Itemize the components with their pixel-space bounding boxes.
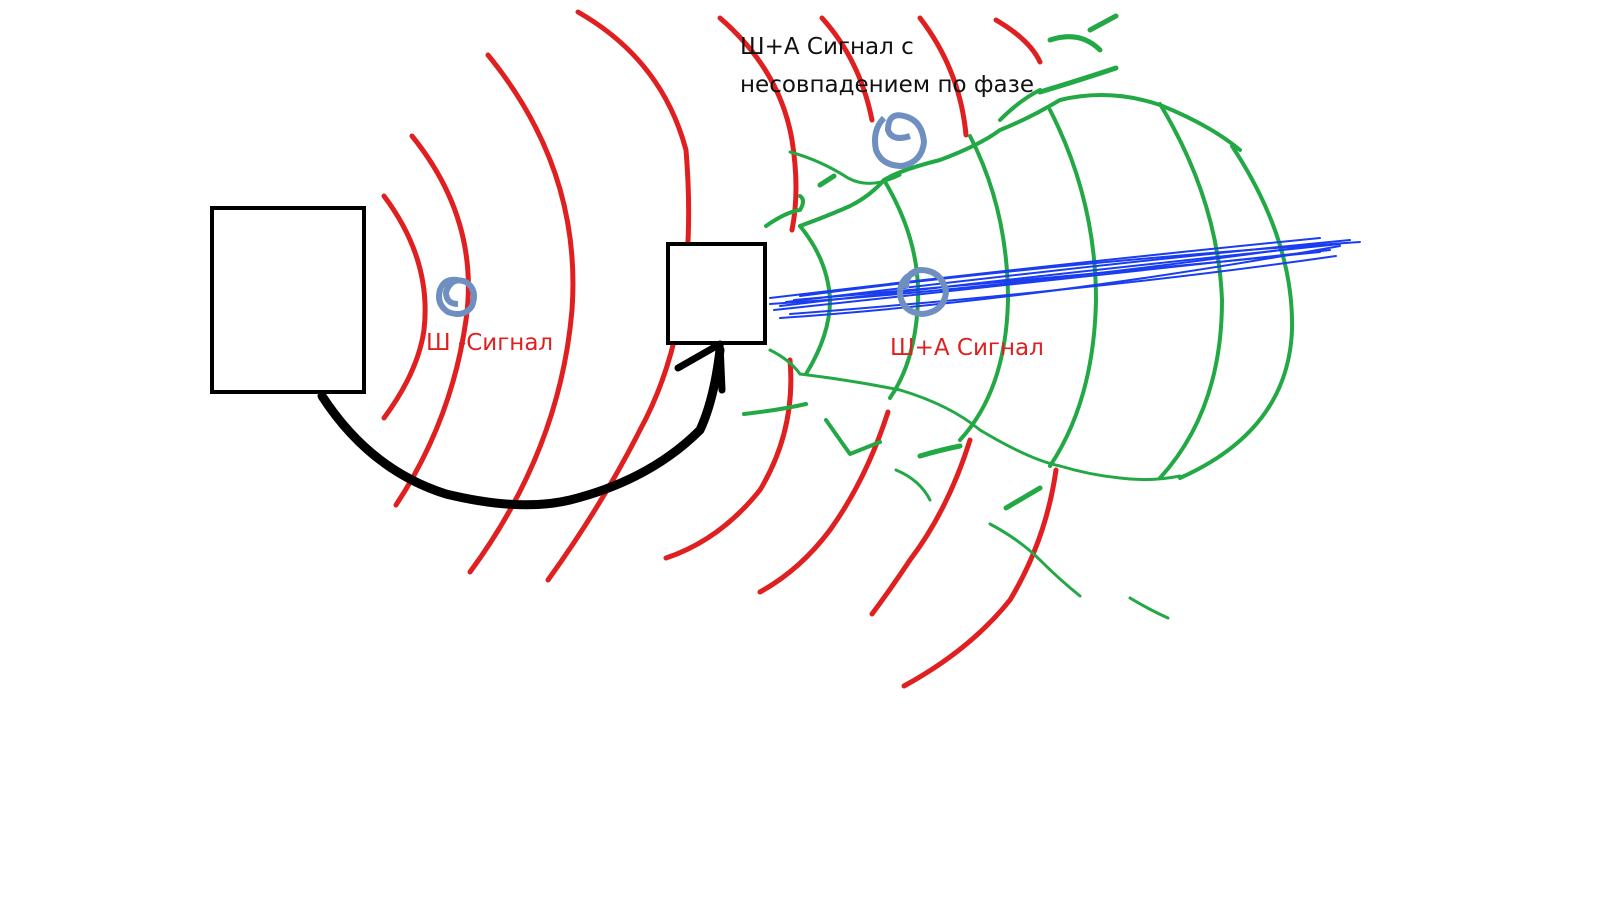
sum-wavefront [1178, 144, 1295, 480]
noise-wavefront [393, 133, 471, 508]
beam-stroke [799, 241, 1361, 297]
envelope-bottom [798, 372, 1182, 482]
noise-signal-label: Ш -Сигнал [426, 330, 554, 356]
beam-stroke [779, 245, 1341, 319]
noise-wavefront [917, 15, 969, 138]
scatter-stroke [917, 443, 963, 459]
noise-wavefront [467, 52, 576, 575]
scatter-stroke [1087, 13, 1119, 33]
feedback-arrow-shaft [317, 345, 725, 510]
scatter-stroke [1003, 485, 1043, 511]
circle-marker-icon [872, 112, 928, 170]
phase-mismatch-label-line1: Ш+А Сигнал с [740, 34, 914, 60]
noise-wavefront [717, 15, 799, 233]
scatter-stroke [988, 522, 1082, 598]
beam-stroke [793, 251, 1321, 301]
sum-wavefronts [742, 13, 1295, 620]
sum-wavefront [1048, 108, 1098, 468]
noise-wavefront [869, 437, 973, 617]
scatter-stroke [742, 402, 808, 416]
receiver-box [666, 242, 767, 345]
scatter-stroke [764, 194, 805, 228]
circle-marker-icon [436, 276, 477, 317]
scatter-stroke [817, 173, 837, 188]
source-box [210, 206, 366, 394]
sum-wavefront [882, 178, 921, 400]
noise-wavefronts [381, 9, 1059, 689]
scatter-stroke [788, 150, 902, 185]
scatter-stroke [1047, 34, 1103, 53]
noise-wavefront [663, 357, 794, 561]
phase-mismatch-label: Ш+А Сигнал с несовпадением по фазе [740, 29, 1034, 105]
scatter-stroke [768, 348, 802, 376]
scatter-stroke [1037, 65, 1119, 95]
envelope-top [798, 93, 1242, 228]
feedback-arrow-head-icon [674, 340, 726, 394]
noise-wavefront [819, 15, 875, 123]
sum-signal-label: Ш+А Сигнал [890, 335, 1044, 361]
noise-wavefront [901, 467, 1059, 689]
noise-wavefront [993, 17, 1043, 65]
beam-stroke [769, 237, 1321, 299]
sum-wavefront [958, 134, 1010, 442]
noise-wavefront [381, 193, 428, 421]
scatter-stroke [998, 88, 1042, 122]
circle-marker-icon [896, 266, 950, 318]
scatter-stroke [1128, 596, 1170, 620]
scatter-stroke [824, 418, 882, 456]
signal-beam [769, 237, 1361, 319]
sum-wavefront [1158, 102, 1224, 480]
beam-stroke [769, 245, 1311, 305]
phase-mismatch-label-line2: несовпадением по фазе [740, 71, 1035, 98]
scatter-stroke [894, 468, 932, 502]
noise-wavefront [757, 409, 891, 595]
feedback-arrow [317, 340, 726, 510]
device-boxes [210, 206, 767, 394]
marker-circles [436, 112, 950, 318]
